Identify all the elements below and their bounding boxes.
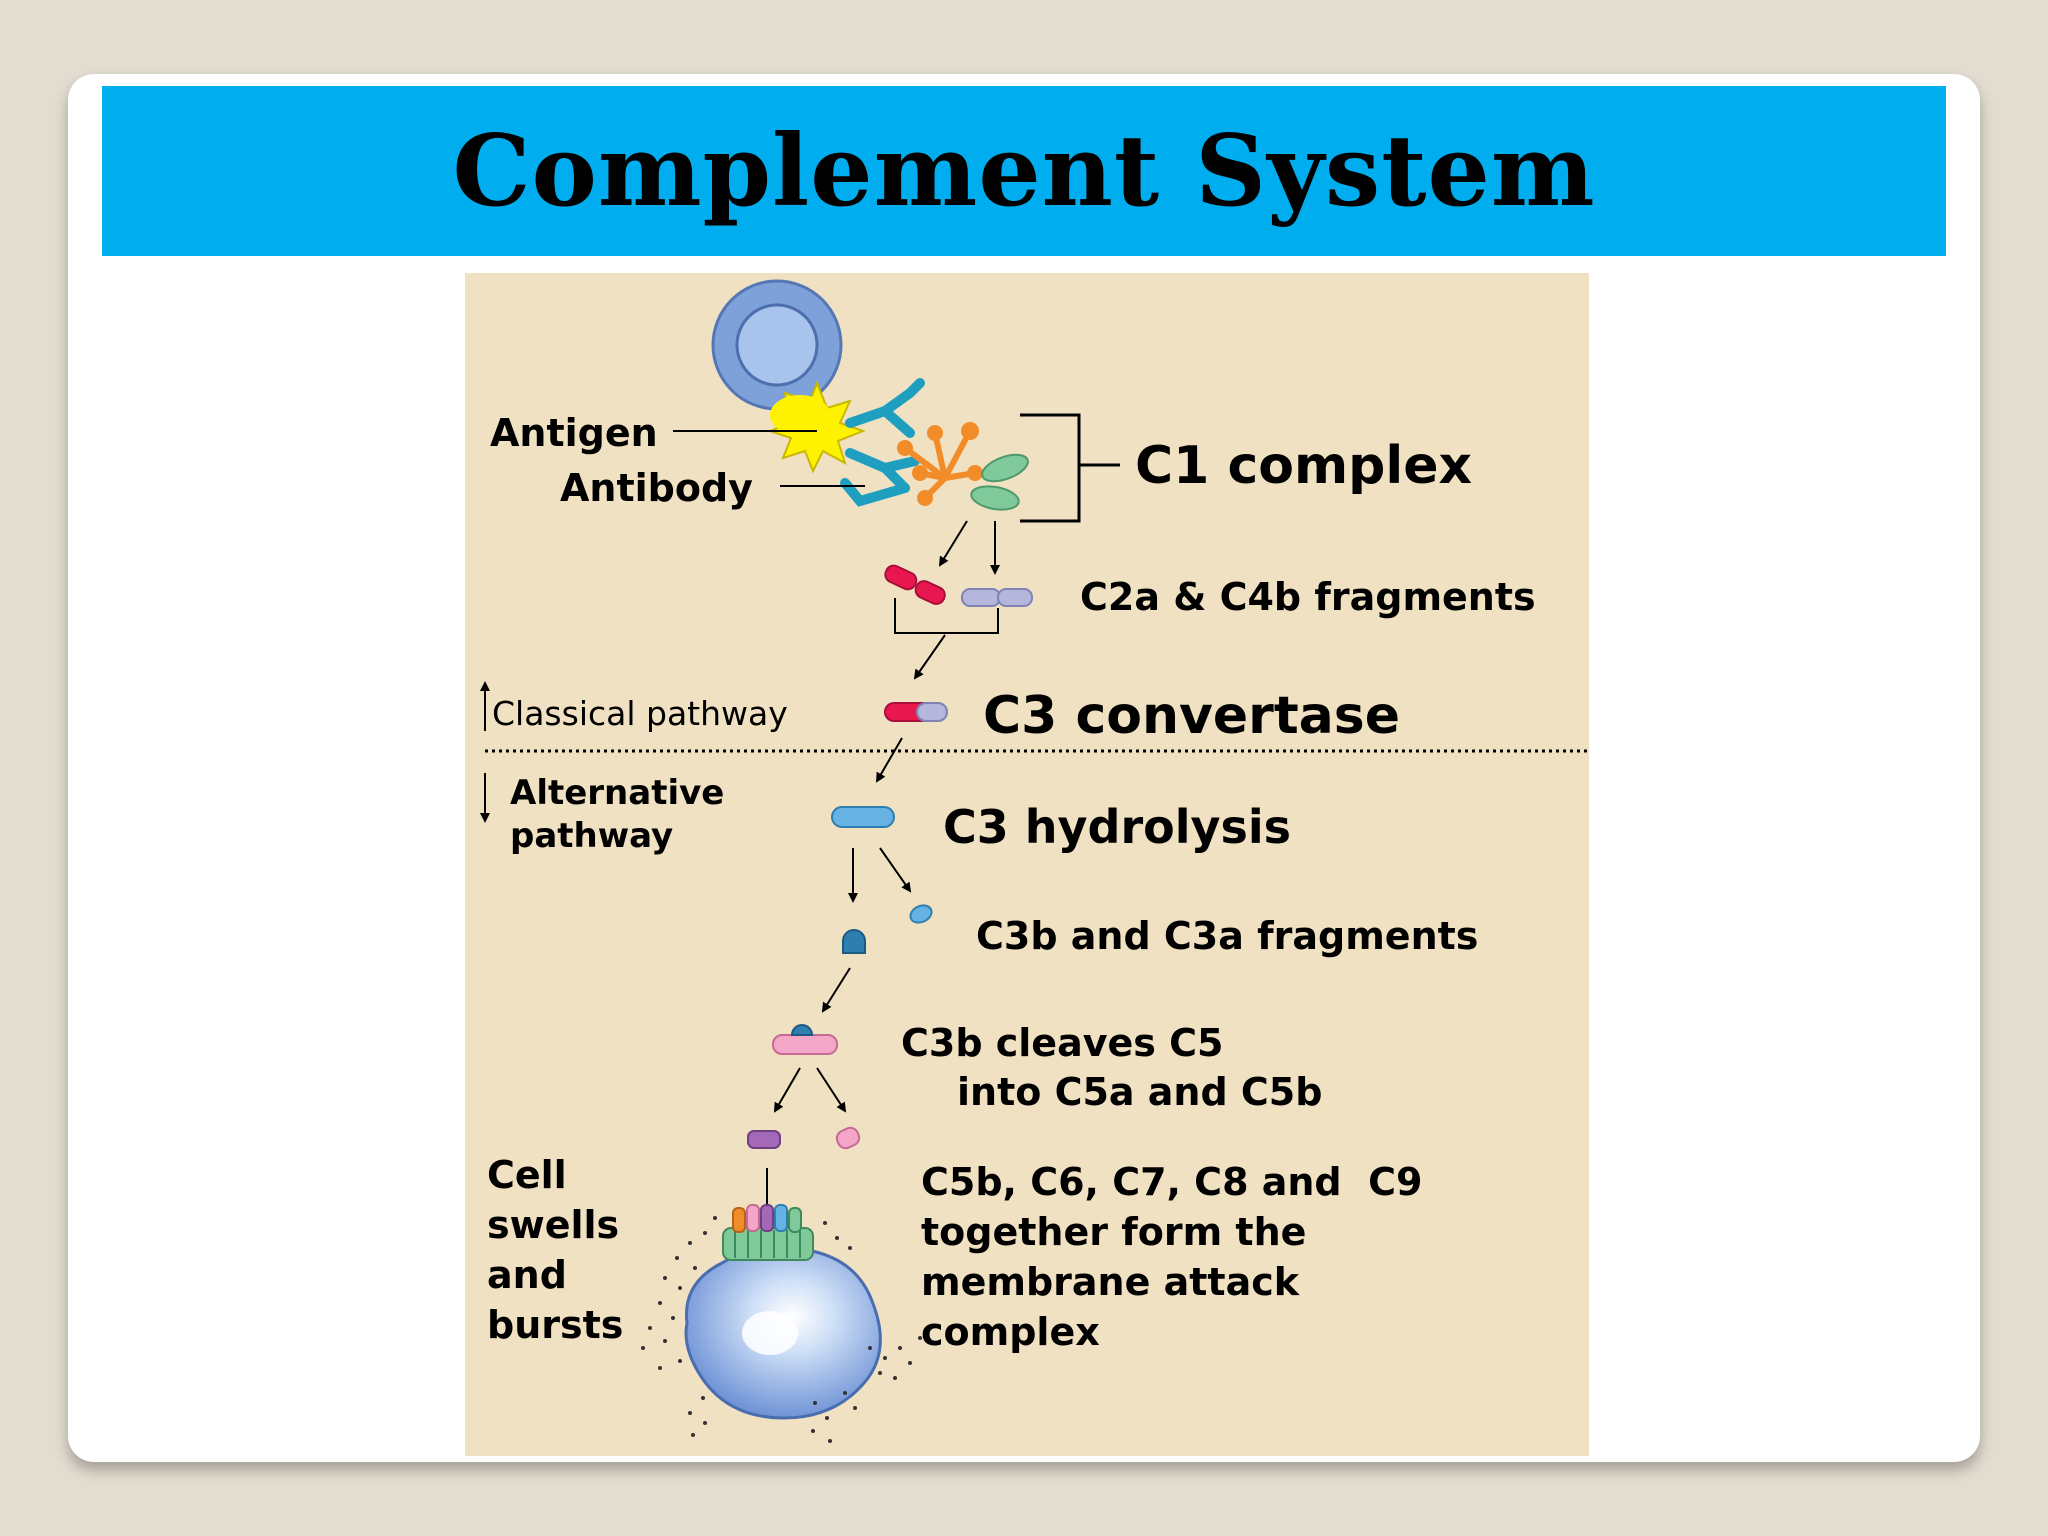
- arrow: [913, 634, 946, 680]
- antigen-label: Antigen: [490, 411, 658, 455]
- antibody-label: Antibody: [560, 466, 753, 510]
- antigen-icon: [767, 380, 866, 474]
- c3b-cleaves-label-line1: C3b cleaves C5: [901, 1021, 1223, 1065]
- c2a-c4b-label: C2a & C4b fragments: [1080, 575, 1536, 619]
- c3-hydrolysis-label: C3 hydrolysis: [943, 800, 1291, 854]
- antibody-icon: [840, 378, 925, 507]
- c5a-fragment-icon: [835, 1126, 861, 1150]
- arrow: [875, 737, 903, 783]
- c4b-fragment-icon: [961, 588, 1033, 607]
- antigen-cell-icon: [711, 279, 843, 411]
- complement-diagram: Antigen Antibody C1 complex C2a & C4b fr…: [465, 273, 1589, 1456]
- mac-label-line4: complex: [921, 1310, 1100, 1354]
- join-bracket: [894, 598, 999, 634]
- title-bar: Complement System: [102, 86, 1946, 256]
- c1-complex-label: C1 complex: [1135, 436, 1472, 496]
- mac-label-line1: C5b, C6, C7, C8 and C9: [921, 1160, 1422, 1204]
- cell-bursts-label-line2: swells: [487, 1203, 619, 1247]
- c3b-cleaves-label-line2: into C5a and C5b: [957, 1070, 1322, 1114]
- c3-convertase-label: C3 convertase: [983, 686, 1400, 746]
- arrow: [773, 1067, 801, 1113]
- arrow: [816, 1067, 847, 1113]
- c5b-fragment-icon: [747, 1130, 781, 1149]
- bursting-cell-icon: [641, 1204, 922, 1443]
- arrow: [879, 847, 912, 893]
- c5-cleavage-icon: [772, 1024, 838, 1055]
- c1-complex-icon: [897, 422, 1029, 511]
- cell-bursts-label-line3: and: [487, 1253, 567, 1297]
- alternative-pathway-label-line2: pathway: [510, 816, 673, 856]
- diagram-svg: Antigen Antibody C1 complex C2a & C4b fr…: [480, 279, 1589, 1443]
- mac-label-line2: together form the: [921, 1210, 1306, 1254]
- mac-label-line3: membrane attack: [921, 1260, 1300, 1304]
- slide-title: Complement System: [452, 113, 1596, 229]
- c1-bracket: [1020, 413, 1120, 523]
- c3-convertase-icon: [884, 702, 948, 722]
- c3b-c3a-label: C3b and C3a fragments: [976, 914, 1478, 958]
- c3b-fragment-icon: [842, 929, 866, 954]
- c2a-fragment-icon: [884, 564, 946, 605]
- cell-bursts-label-line1: Cell: [487, 1153, 567, 1197]
- classical-pathway-label: Classical pathway: [492, 694, 788, 733]
- arrow: [821, 967, 851, 1013]
- alternative-pathway-label-line1: Alternative: [510, 773, 724, 813]
- cell-bursts-label-line4: bursts: [487, 1303, 623, 1347]
- c3-icon: [831, 806, 895, 828]
- c3a-fragment-icon: [909, 904, 933, 924]
- membrane-attack-complex-icon: [722, 1204, 814, 1261]
- arrow: [938, 520, 968, 567]
